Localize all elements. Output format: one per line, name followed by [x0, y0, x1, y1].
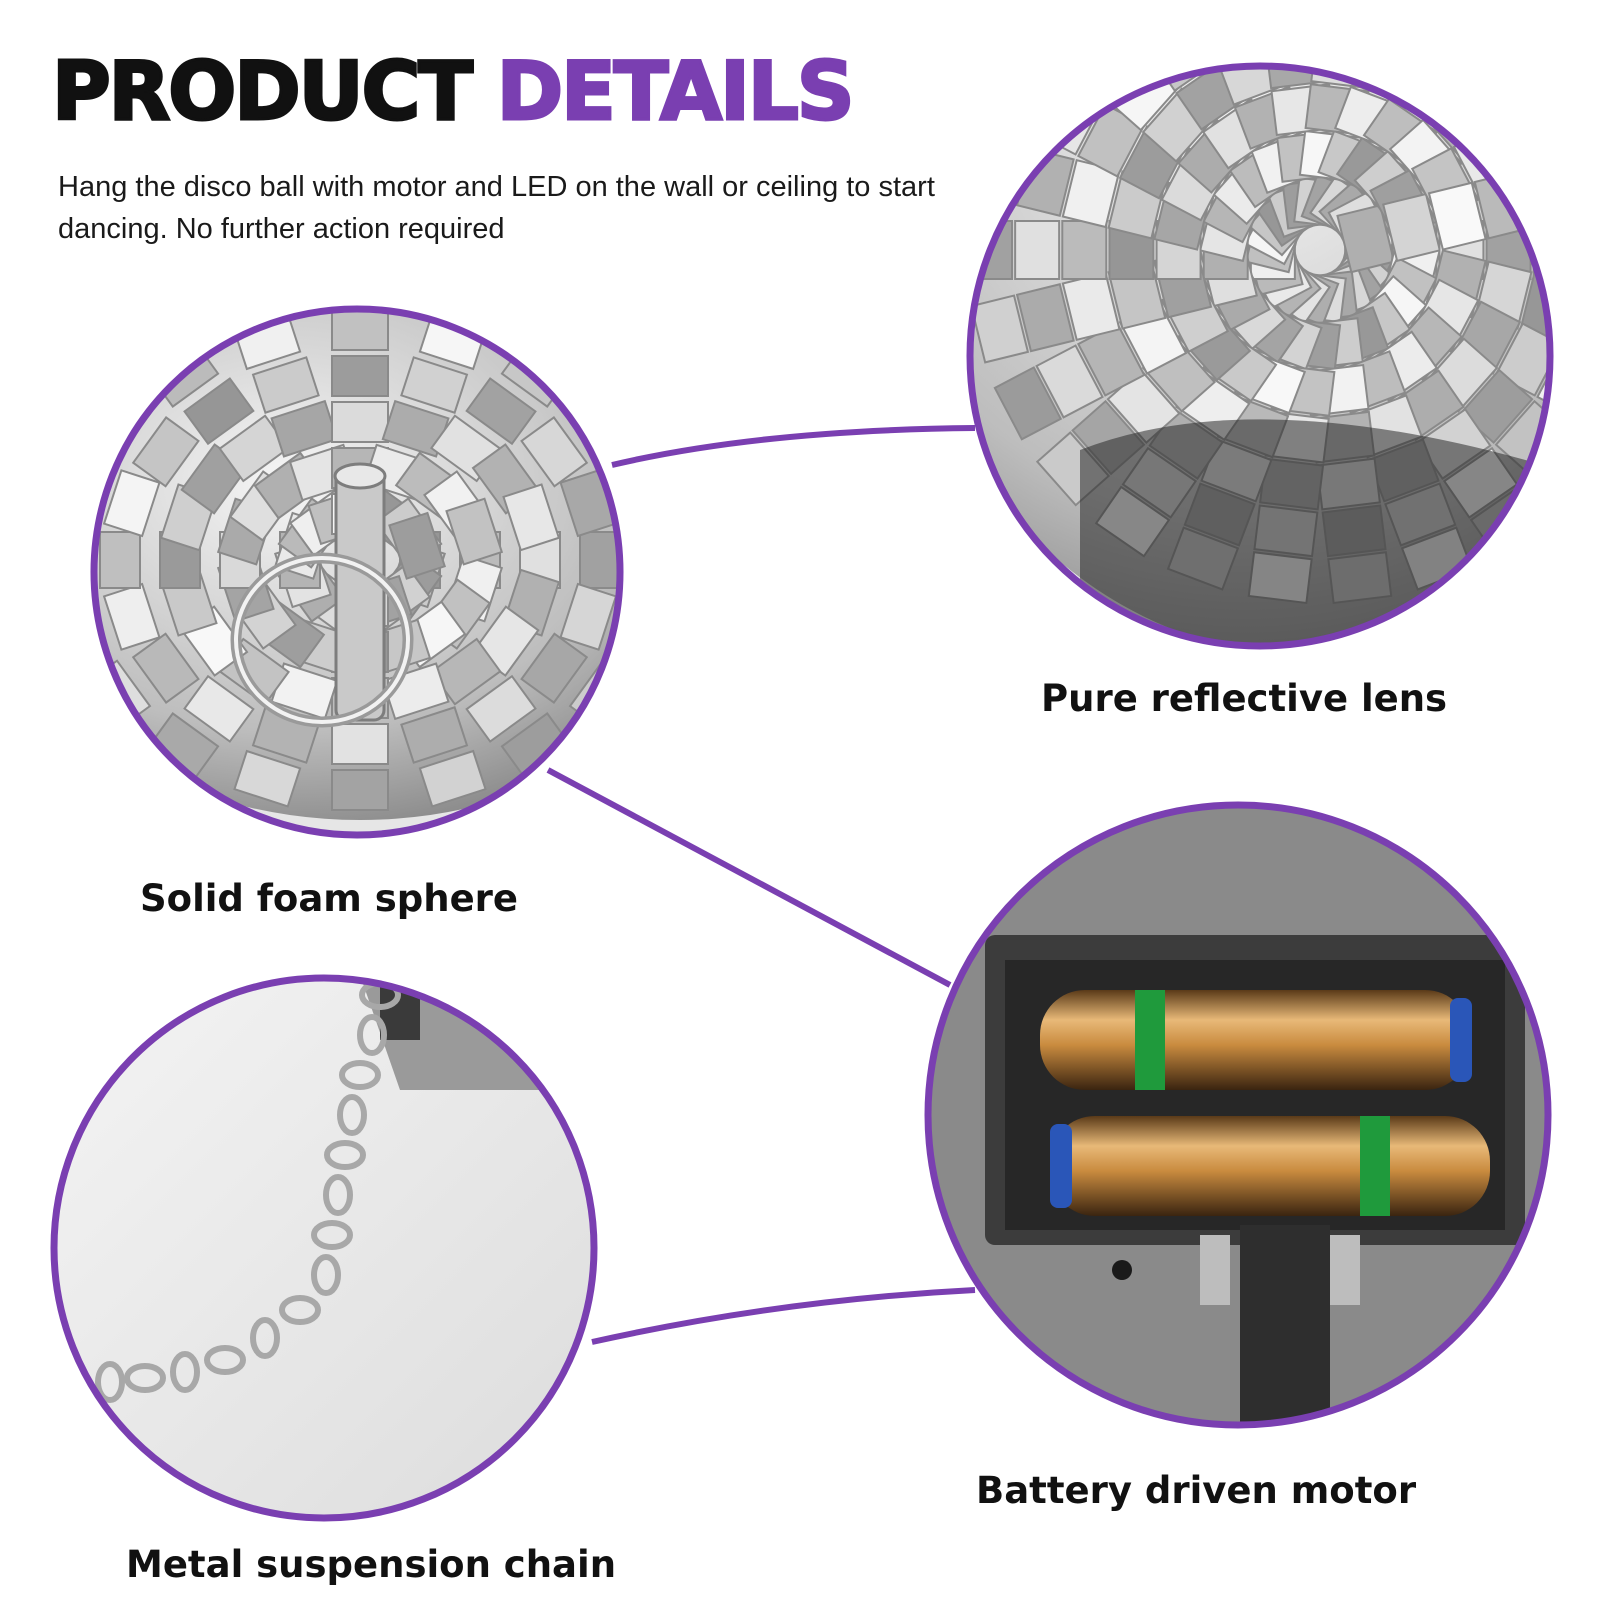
chain-link [204, 1345, 246, 1375]
mirror-tile [1579, 367, 1600, 439]
mirror-tile [616, 454, 620, 523]
mirror-tile [520, 416, 589, 488]
mirror-tile [331, 355, 389, 397]
mirror-tile [233, 749, 302, 808]
mirror-tile [1519, 158, 1550, 229]
mirror-tile [1566, 284, 1600, 351]
mirror-tile [465, 674, 537, 743]
mirror-tile [40, 532, 80, 588]
mirror-tile [388, 511, 446, 580]
mirror-tile [502, 483, 561, 552]
mirror-tile [400, 706, 469, 764]
mirror-tile [1471, 0, 1544, 13]
mirror-tile [1416, 66, 1492, 92]
connector-chain-motor [591, 1287, 976, 1345]
mirror-tile [1579, 61, 1600, 133]
mirror-tile [331, 769, 389, 811]
mirror-tile [99, 531, 141, 589]
feature-label-reflective-lens: Pure reflective lens [1041, 677, 1448, 720]
mirror-tile [1336, 204, 1396, 274]
title-main: PRODUCT [51, 45, 475, 138]
mirror-tile [1494, 66, 1550, 101]
mirror-tile [1201, 0, 1271, 60]
mirror-tile [465, 377, 537, 446]
chain-link [124, 1363, 166, 1393]
title-accent: DETAILS [495, 45, 856, 138]
mirror-tile [251, 356, 320, 414]
mirror-tile [1071, 66, 1146, 101]
chain-link [339, 1060, 381, 1090]
mirror-tile [131, 632, 200, 704]
mirror-tile [1096, 0, 1169, 13]
mirror-tile [1123, 0, 1196, 52]
mirror-tile [1015, 283, 1075, 353]
chain-link [311, 1254, 341, 1296]
photo-battery-motor [924, 801, 1552, 1429]
page-description: Hang the disco ball with motor and LED o… [58, 171, 935, 245]
mirror-tile [183, 674, 255, 743]
mirror-tile [993, 366, 1063, 441]
mirror-tile [1035, 66, 1111, 69]
mirror-tile [1459, 66, 1534, 132]
mirror-tile [1566, 149, 1600, 216]
battery-bottom [1050, 1116, 1490, 1216]
chain-link [250, 1317, 280, 1359]
mirror-tile [102, 582, 161, 651]
mirror-tile [1444, 0, 1517, 52]
mirror-tile [131, 416, 200, 488]
chain-link [324, 1140, 366, 1170]
mirror-tile [1385, 0, 1455, 16]
battery-top [1040, 990, 1470, 1090]
chain-link [323, 1174, 353, 1216]
photo-reflective-lens [966, 0, 1600, 650]
mirror-tile [1494, 103, 1550, 178]
mirror-tile [1581, 221, 1600, 279]
mirror-tile [1317, 0, 1380, 41]
feature-label-battery-motor: Battery driven motor [976, 1469, 1417, 1512]
mirror-tile [331, 401, 389, 443]
mirror-tile [520, 632, 589, 704]
mirror-tile [1035, 344, 1104, 419]
mirror-tile [1382, 192, 1442, 263]
mirror-tile [400, 356, 469, 414]
feature-label-foam-sphere: Solid foam sphere [140, 877, 519, 920]
mirror-tile [970, 294, 1030, 364]
photo-foam-sphere [40, 305, 680, 839]
chain-link [279, 1295, 321, 1325]
mirror-tile [993, 66, 1063, 134]
photo-suspension-chain [50, 974, 598, 1522]
chain-link [357, 1014, 387, 1056]
mirror-tile [445, 497, 504, 566]
mirror-tile [1185, 0, 1255, 16]
mirror-tile [559, 582, 618, 651]
mirror-tile [331, 309, 389, 351]
page-title: PRODUCT DETAILS [51, 50, 856, 133]
mirror-tile [616, 597, 620, 666]
connector-foam-lens [611, 425, 976, 468]
mirror-tile [331, 723, 389, 765]
mirror-tile [418, 749, 487, 808]
mirror-tile [1427, 181, 1487, 251]
mirror-tile [1369, 0, 1439, 60]
mirror-tile [102, 469, 161, 538]
mirror-tile [94, 454, 104, 523]
mirror-tile [1529, 431, 1550, 507]
mirror-tile [1260, 0, 1323, 41]
mirror-tile [640, 532, 680, 588]
mirror-tile [1536, 81, 1550, 156]
chain-link [311, 1220, 353, 1250]
chain-link [170, 1351, 200, 1393]
connector-lines [546, 425, 976, 1345]
mirror-tile [183, 377, 255, 446]
mirror-tile [1529, 66, 1550, 69]
mirror-tile [1061, 220, 1108, 280]
mirror-tile [579, 531, 620, 589]
chain-link [337, 1094, 367, 1136]
mirror-tile [1014, 219, 1061, 280]
chain-link [95, 1361, 125, 1403]
connector-foam-motor [546, 767, 952, 988]
feature-label-suspension-chain: Metal suspension chain [126, 1543, 617, 1586]
